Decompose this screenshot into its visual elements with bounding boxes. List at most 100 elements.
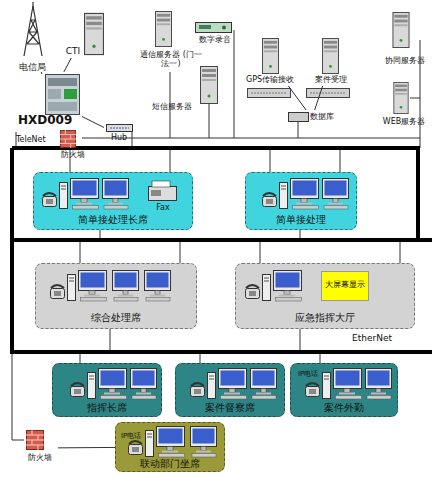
wire [410,98,420,99]
wire [170,148,171,172]
workstation-icon [43,179,99,210]
workstation-icon [71,369,127,400]
server-node: WEB服务器 [372,80,436,130]
workstation-icon [191,369,247,400]
server-backbone [82,138,420,139]
display-box: 大屏幕显示 [321,271,369,301]
server-node: CTI [62,10,106,58]
group-title: 应急指挥大厅 [235,312,415,324]
fax-icon [149,181,177,201]
device-label: CTI [62,46,84,56]
device-label: 电信局 [14,62,50,72]
device-label: 防火墙 [22,453,58,462]
tower-node: 电信局 [14,2,50,74]
connector-line [315,86,323,110]
server-node: GPS传输接收 [238,36,302,86]
device-label: 数字录音 [192,35,238,44]
hxd-cabinet [46,75,80,115]
group-title: 简单接处理 [245,214,357,226]
firewall-symbol [60,130,76,148]
recorder-node: 数字录音 [192,20,238,48]
server-icon [393,12,409,47]
rack-icon [248,89,291,98]
connector-line [64,58,71,72]
device-label: Fax [145,203,181,212]
connector-line [288,86,306,110]
server-node: 短信服务器 [152,64,220,110]
device-label: WEB服务器 [372,117,436,126]
firewall-symbol [26,430,44,450]
device-label: HXD009 [18,114,82,128]
cti-server [85,13,104,54]
connector-line [41,72,43,74]
telecom-tower [24,2,42,56]
server-node: 协同服务器 [374,10,436,68]
switch-node: HXD009 [16,72,82,128]
server-node: 通信服务器 (门一法一) [140,10,202,72]
group-title: 案件外勤 [290,402,398,414]
monitor-icon [323,179,349,210]
wire [132,128,133,148]
group-title: 指挥长席 [52,402,162,414]
wire [80,240,81,263]
workstation-icon [263,179,319,210]
connector-line [82,117,104,128]
monitor-icon [366,369,392,400]
server-icon [394,82,408,113]
group-title: 综合处理席 [35,312,197,324]
group-title: 简单接处理长席 [33,214,193,226]
device-label: 协同服务器 [374,56,436,65]
database-node: 数据库 [286,110,338,126]
free-label: IP电话 [121,433,141,441]
wire [234,30,235,138]
thick-bus [12,238,432,242]
monitor-icon [145,271,171,302]
device-label: 案件受理 [308,75,354,84]
firewall-node: 防火墙 [22,428,58,468]
group-title: 联动部门坐席 [115,458,225,470]
wire [260,240,261,263]
device-label: 短信服务器 [152,102,198,111]
seat-group: 应急指挥大厅 大屏幕显示 [235,263,415,329]
seat-group: 联动部门坐席 [115,422,225,472]
server-icon [201,67,218,104]
free-label: EtherNet [352,334,392,344]
wire [12,132,16,148]
monitor-icon [251,369,277,400]
group-title: 大屏幕显示 [321,280,369,289]
firewall-node: 防火墙 [58,128,88,164]
wire [400,240,401,263]
device-label: 防火墙 [58,150,88,159]
seat-group: 案件督察席 [175,363,285,417]
server-node: 案件受理 [308,36,354,86]
hub-symbol [107,125,133,132]
workstation-icon [51,271,107,302]
database-icon [289,113,309,122]
monitor-icon [191,427,217,458]
thick-bus [12,148,432,352]
workstation-icon [129,427,185,458]
connector-line [58,447,115,448]
free-label: IP电话 [298,371,318,379]
monitor-icon [131,369,157,400]
seat-group: 简单接处理 [245,172,357,230]
wire [180,240,181,263]
thick-bus [12,148,418,240]
device-label: 数据库 [310,112,338,121]
seat-group: 综合处理席 [35,263,197,329]
server-icon [322,39,338,74]
monitor-icon [113,271,139,302]
wire [300,329,301,352]
rack-icon [307,89,350,98]
device-label: GPS传输接收 [238,75,302,84]
device-label: 通信服务器 (门一法一) [140,50,202,68]
group-title: 案件督察席 [175,402,285,414]
workstation-icon [246,271,302,302]
wire [12,352,24,440]
free-label: TeleNet [16,136,46,145]
wire [209,104,210,138]
wire [298,122,299,138]
server-icon [262,39,278,74]
